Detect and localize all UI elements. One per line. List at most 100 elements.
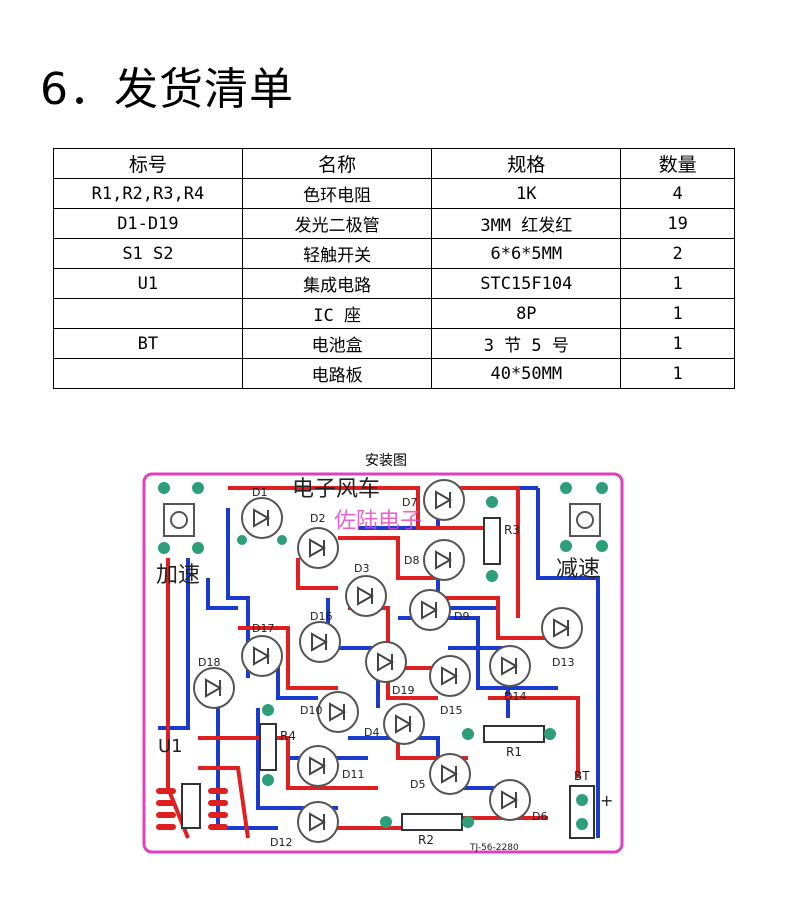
cell-name: IC 座 — [241, 298, 433, 329]
shipping-list-table: 标号 名称 规格 数量 R1,R2,R3,R4 色环电阻 1K 4 D1-D19… — [53, 148, 735, 389]
cell-name: 电路板 — [241, 358, 433, 389]
led-d2 — [297, 527, 339, 569]
cell-label: D1-D19 — [53, 208, 243, 239]
label-d18: D18 — [198, 656, 220, 669]
cell-name: 色环电阻 — [241, 178, 433, 209]
label-d14: D14 — [504, 690, 526, 703]
label-d10: D10 — [300, 704, 322, 717]
cell-qty: 2 — [620, 238, 735, 269]
cell-name: 轻触开关 — [241, 238, 433, 269]
cell-label: U1 — [53, 268, 243, 299]
table-row: R1,R2,R3,R4 色环电阻 1K 4 — [53, 178, 735, 209]
label-d11: D11 — [342, 768, 364, 781]
resistor-r3 — [483, 496, 501, 582]
label-d17: D17 — [252, 622, 274, 635]
cell-spec: 3MM 红发红 — [431, 208, 622, 239]
led-d13 — [541, 607, 583, 649]
label-d19: D19 — [392, 684, 414, 697]
label-d4: D4 — [364, 726, 379, 739]
led-d3 — [345, 575, 387, 617]
led-d8 — [423, 539, 465, 581]
cell-spec: 6*6*5MM — [431, 238, 622, 269]
label-d15: D15 — [440, 704, 462, 717]
header-spec: 规格 — [431, 148, 622, 179]
ic-u1 — [156, 783, 228, 830]
cell-label: BT — [53, 328, 243, 359]
label-d5: D5 — [410, 778, 425, 791]
table-row: BT 电池盒 3 节 5 号 1 — [53, 328, 735, 359]
label-d1: D1 — [252, 486, 267, 499]
resistor-r1 — [462, 725, 556, 743]
led-d7 — [423, 479, 465, 521]
table-row: D1-D19 发光二极管 3MM 红发红 19 — [53, 208, 735, 239]
led-d6 — [489, 779, 531, 821]
led-d16 — [299, 621, 341, 663]
cell-spec: 8P — [431, 298, 622, 329]
table-row: S1 S2 轻触开关 6*6*5MM 2 — [53, 238, 735, 269]
label-speed-up: 加速 — [156, 563, 200, 588]
label-plus: + — [600, 791, 613, 810]
installation-diagram: 安装图 — [138, 448, 634, 858]
led-d11 — [297, 745, 339, 787]
header-name: 名称 — [241, 148, 433, 179]
diagram-caption: 安装图 — [365, 453, 407, 469]
header-label: 标号 — [53, 148, 243, 179]
cell-qty: 4 — [620, 178, 735, 209]
cell-name: 发光二极管 — [241, 208, 433, 239]
cell-label: R1,R2,R3,R4 — [53, 178, 243, 209]
led-d10 — [317, 691, 359, 733]
cell-spec: 3 节 5 号 — [431, 328, 622, 359]
label-d9: D9 — [454, 610, 469, 623]
table-header-row: 标号 名称 规格 数量 — [53, 148, 735, 179]
label-r2: R2 — [418, 833, 434, 847]
led-d9 — [409, 589, 451, 631]
cell-label: S1 S2 — [53, 238, 243, 269]
label-u1: U1 — [158, 736, 183, 757]
led-d4 — [383, 703, 425, 745]
cell-qty: 1 — [620, 298, 735, 329]
cell-spec: 40*50MM — [431, 358, 622, 389]
label-d2: D2 — [310, 512, 325, 525]
label-d7: D7 — [402, 496, 417, 509]
battery-connector-bt — [569, 785, 595, 839]
pcb-layout-svg: 电子风车 佐陆电子 加速 减速 U1 BT + R3 R1 R2 R4 TJ-5… — [142, 472, 624, 854]
table-row: U1 集成电路 STC15F104 1 — [53, 268, 735, 299]
cell-qty: 1 — [620, 268, 735, 299]
led-d15 — [429, 655, 471, 697]
table-row: 电路板 40*50MM 1 — [53, 358, 735, 389]
resistor-r2 — [380, 813, 474, 831]
led-d1 — [237, 497, 287, 545]
cell-label — [53, 358, 243, 389]
cell-qty: 1 — [620, 358, 735, 389]
cell-spec: 1K — [431, 178, 622, 209]
led-d5 — [429, 753, 471, 795]
switch-s1 — [158, 482, 204, 554]
cell-qty: 19 — [620, 208, 735, 239]
cell-label — [53, 298, 243, 329]
label-d16: D16 — [310, 610, 332, 623]
label-r3: R3 — [504, 523, 520, 537]
led-d18 — [193, 667, 235, 709]
header-qty: 数量 — [620, 148, 735, 179]
led-d17 — [241, 635, 283, 677]
led-d19 — [365, 641, 407, 683]
label-speed-down: 减速 — [556, 557, 600, 582]
led-d14 — [489, 645, 531, 687]
led-d12 — [297, 801, 339, 843]
watermark: 佐陆电子 — [334, 509, 422, 534]
label-board-code: TJ-56-2280 — [469, 843, 519, 853]
cell-name: 电池盒 — [241, 328, 433, 359]
board-outline — [142, 472, 624, 854]
label-r4: R4 — [280, 729, 296, 743]
label-d13: D13 — [552, 656, 574, 669]
table-row: IC 座 8P 1 — [53, 298, 735, 329]
label-bt: BT — [574, 769, 590, 783]
board-title: 电子风车 — [292, 477, 380, 502]
red-traces — [166, 486, 580, 839]
label-r1: R1 — [506, 745, 522, 759]
label-d6: D6 — [532, 810, 547, 823]
label-d8: D8 — [404, 554, 419, 567]
cell-qty: 1 — [620, 328, 735, 359]
resistor-r4 — [259, 704, 277, 786]
cell-spec: STC15F104 — [431, 268, 622, 299]
